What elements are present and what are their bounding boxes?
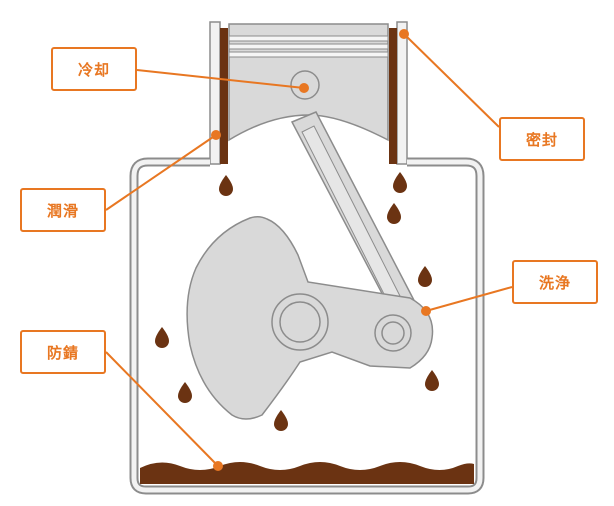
oil-drop	[425, 370, 439, 391]
pointer-dot-cleaning	[421, 306, 431, 316]
oil-drop	[418, 266, 432, 287]
oil-drop	[219, 175, 233, 196]
cylinder-wall-right	[389, 21, 408, 165]
leader-line-sealing	[403, 33, 500, 128]
leader-line-rust-prevention	[105, 351, 219, 467]
leader-line-cooling	[136, 69, 305, 89]
pointer-dot-lubrication	[211, 130, 221, 140]
leader-line-lubrication	[105, 134, 217, 211]
oil-drop	[387, 203, 401, 224]
oil-drop	[393, 172, 407, 193]
label-sealing: 密封	[499, 117, 585, 161]
label-cleaning: 洗浄	[512, 260, 598, 304]
oil-drop	[178, 382, 192, 403]
oil-drop	[155, 327, 169, 348]
oil-droplets	[155, 172, 439, 431]
label-rust-prevention: 防錆	[20, 330, 106, 374]
pointer-dot-sealing	[399, 29, 409, 39]
pointer-dot-cooling	[299, 83, 309, 93]
oil-pool	[140, 462, 474, 484]
leader-line-cleaning	[425, 286, 513, 312]
cylinder-wall-left	[209, 21, 228, 165]
label-cooling: 冷却	[51, 47, 137, 91]
oil-drop	[274, 410, 288, 431]
label-lubrication: 潤滑	[20, 188, 106, 232]
pointer-dot-rust-prevention	[213, 461, 223, 471]
